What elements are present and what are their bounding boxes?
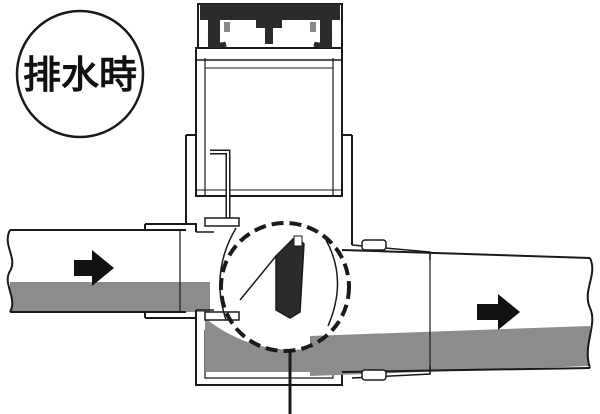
inlet-pipe	[6, 217, 240, 321]
vertical-riser	[185, 47, 353, 245]
outlet-pipe	[310, 239, 594, 381]
highlight-circle	[219, 221, 351, 353]
inflow-arrow-icon	[74, 250, 114, 286]
label-text: 排水時	[23, 53, 137, 97]
gasket-bottom	[361, 369, 387, 381]
label-circle	[15, 9, 145, 139]
cover-cap	[197, 3, 343, 49]
label-badge: 排水時	[15, 9, 145, 139]
check-valve	[219, 227, 339, 327]
gasket-top	[361, 239, 387, 251]
outflow-arrow-icon	[477, 294, 520, 330]
valve-flap	[275, 234, 305, 319]
